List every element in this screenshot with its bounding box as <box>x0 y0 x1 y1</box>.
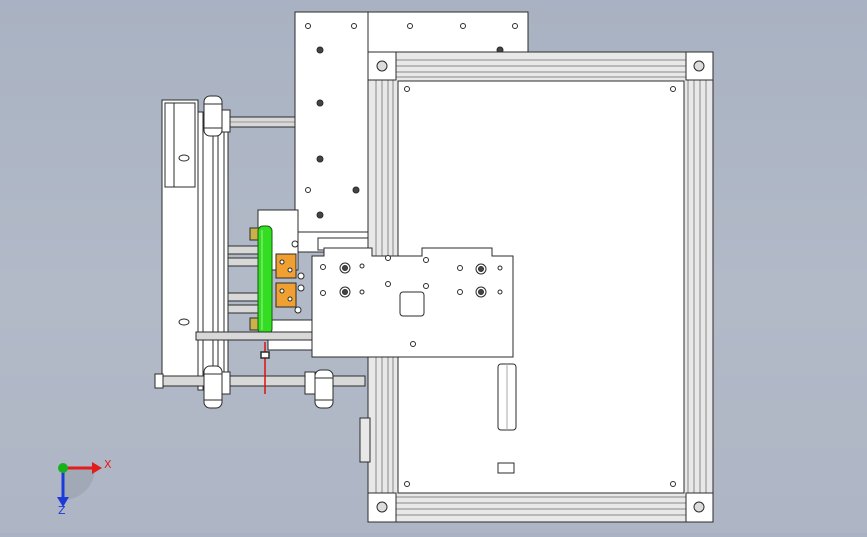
panel-holes <box>404 86 676 487</box>
bottom-left-pulley <box>203 365 231 409</box>
axis-triad-icon <box>58 463 68 473</box>
green-gripper-plate <box>257 225 273 335</box>
top-shaft <box>227 116 299 128</box>
top-pulley <box>203 95 231 137</box>
vertical-belt-rails <box>197 111 229 391</box>
z-axis-label: Z <box>58 504 66 517</box>
front-plate-holes <box>320 255 503 347</box>
x-axis-arrowhead <box>92 462 102 474</box>
upper-plate-holes <box>305 23 518 219</box>
front-mount-plate <box>311 247 514 358</box>
z-axis-arrowhead <box>57 497 69 507</box>
red-spring <box>260 342 270 394</box>
bottom-right-pulley <box>304 369 334 409</box>
lower-shaft <box>154 331 366 389</box>
guide-rods <box>227 245 263 314</box>
frame-foot <box>359 417 371 463</box>
panel-slot <box>497 363 517 474</box>
x-axis-label: X <box>104 458 112 471</box>
orange-finger-blocks <box>275 253 297 308</box>
frame-corner-brackets <box>367 51 714 523</box>
axis-triad: X Z <box>57 458 112 517</box>
left-side-plate <box>161 99 199 386</box>
finger-screws <box>291 240 305 314</box>
triad-shadow <box>63 468 95 500</box>
main-frame <box>367 51 714 523</box>
